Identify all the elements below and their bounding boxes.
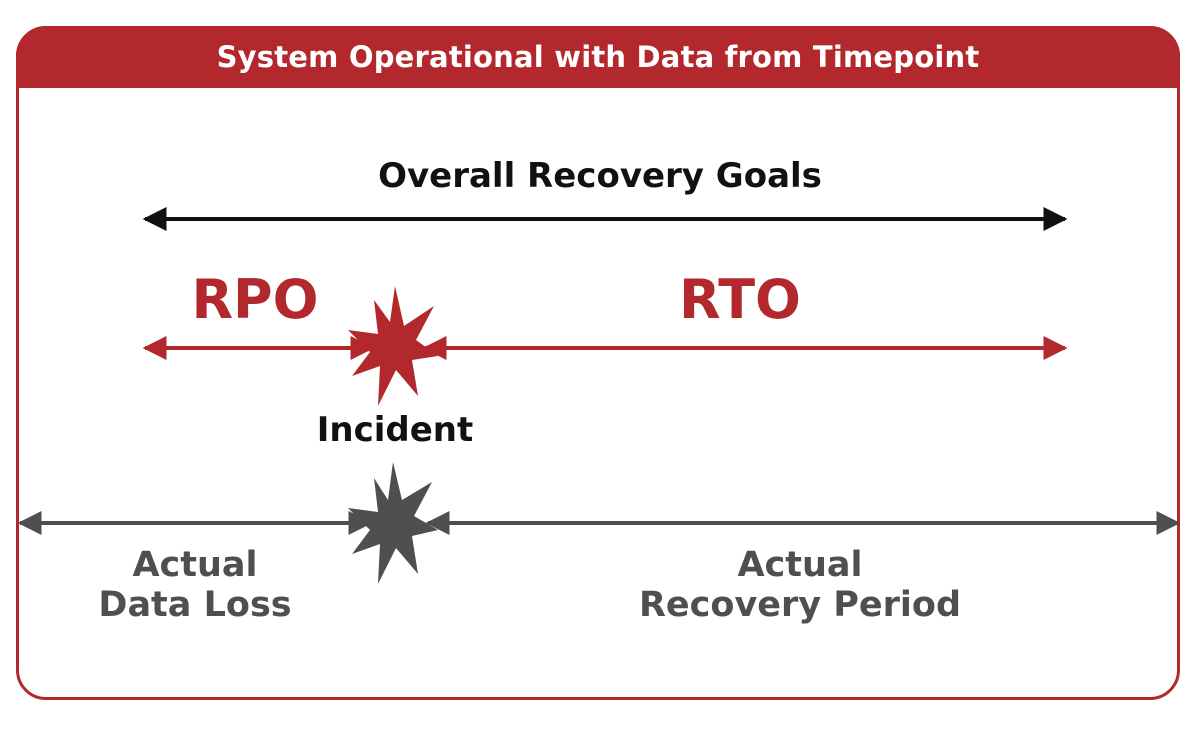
header-banner: System Operational with Data from Timepo… xyxy=(16,26,1180,88)
actual-data-loss-label: Actual Data Loss xyxy=(40,545,350,625)
rto-label: RTO xyxy=(679,268,801,331)
incident-label: Incident xyxy=(316,410,474,450)
starburst-icon xyxy=(348,462,438,584)
actual-recovery-period-line1: Actual xyxy=(737,545,863,585)
actual-data-loss-line1: Actual xyxy=(132,545,258,585)
actual-data-loss-line2: Data Loss xyxy=(98,585,292,625)
actual-recovery-period-line2: Recovery Period xyxy=(638,585,962,625)
overall-goals-label: Overall Recovery Goals xyxy=(378,156,822,196)
rpo-label: RPO xyxy=(191,268,319,331)
actual-recovery-period-label: Actual Recovery Period xyxy=(600,545,1000,625)
starburst-icon xyxy=(348,286,438,406)
